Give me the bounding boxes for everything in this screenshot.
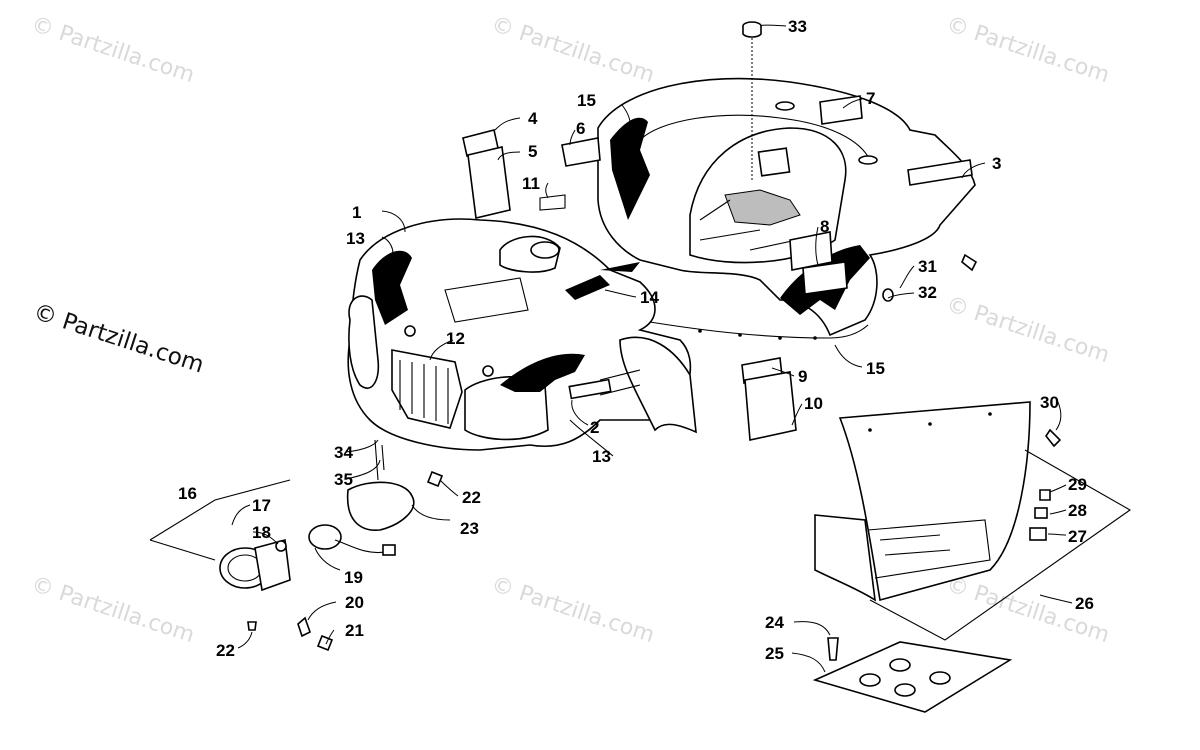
callout-20: 20 — [345, 593, 364, 612]
callout-22: 22 — [216, 641, 235, 660]
callout-19: 19 — [344, 568, 363, 587]
callout-24: 24 — [765, 613, 784, 632]
watermark: © Partzilla.com — [28, 12, 197, 88]
rear-fender — [597, 77, 976, 340]
callout-21: 21 — [345, 621, 364, 640]
callout-26: 26 — [1075, 594, 1094, 613]
callout-33: 33 — [788, 17, 807, 36]
callout-10: 10 — [804, 394, 823, 413]
callout-8: 8 — [820, 217, 829, 236]
callout-16: 16 — [178, 484, 197, 503]
callout-12: 12 — [446, 329, 465, 348]
callout-31: 31 — [918, 257, 937, 276]
callout-4: 4 — [528, 109, 538, 128]
callout-2: 2 — [590, 418, 599, 437]
callout-17: 17 — [252, 496, 271, 515]
watermark: © Partzilla.com — [28, 572, 197, 648]
callout-1: 1 — [352, 203, 361, 222]
callout-6: 6 — [576, 119, 585, 138]
callout-14: 14 — [640, 288, 659, 307]
callout-35: 35 — [334, 470, 353, 489]
footwell-assembly — [812, 253, 1132, 713]
callout-25: 25 — [765, 644, 784, 663]
callout-9: 9 — [798, 367, 807, 386]
callout-29: 29 — [1068, 475, 1087, 494]
callout-34: 34 — [334, 443, 353, 462]
watermark-main: © Partzilla.com — [30, 299, 207, 379]
leader-lines — [231, 24, 1073, 673]
callout-23: 23 — [460, 519, 479, 538]
cap-33 — [742, 21, 762, 38]
callout-7: 7 — [866, 89, 875, 108]
callout-22: 22 — [462, 488, 481, 507]
callout-13: 13 — [592, 447, 611, 466]
headlight-assembly — [149, 439, 444, 652]
watermark: © Partzilla.com — [488, 12, 657, 88]
callout-11: 11 — [522, 174, 540, 193]
watermark: © Partzilla.com — [943, 12, 1112, 88]
callout-labels: 1 2 3 4 5 6 7 8 9 10 11 12 13 13 14 15 1… — [178, 17, 1094, 663]
callout-28: 28 — [1068, 501, 1087, 520]
callout-13: 13 — [346, 229, 365, 248]
callout-18: 18 — [252, 523, 271, 542]
callout-5: 5 — [528, 142, 537, 161]
callout-27: 27 — [1068, 527, 1087, 546]
decal-sheets-4-5 — [462, 129, 848, 441]
callout-3: 3 — [992, 154, 1001, 173]
callout-15: 15 — [866, 359, 885, 378]
watermark: © Partzilla.com — [488, 572, 657, 648]
front-fender — [347, 218, 697, 451]
callout-30: 30 — [1040, 393, 1059, 412]
watermark: © Partzilla.com — [943, 292, 1112, 368]
callout-32: 32 — [918, 283, 937, 302]
callout-15: 15 — [577, 91, 596, 110]
